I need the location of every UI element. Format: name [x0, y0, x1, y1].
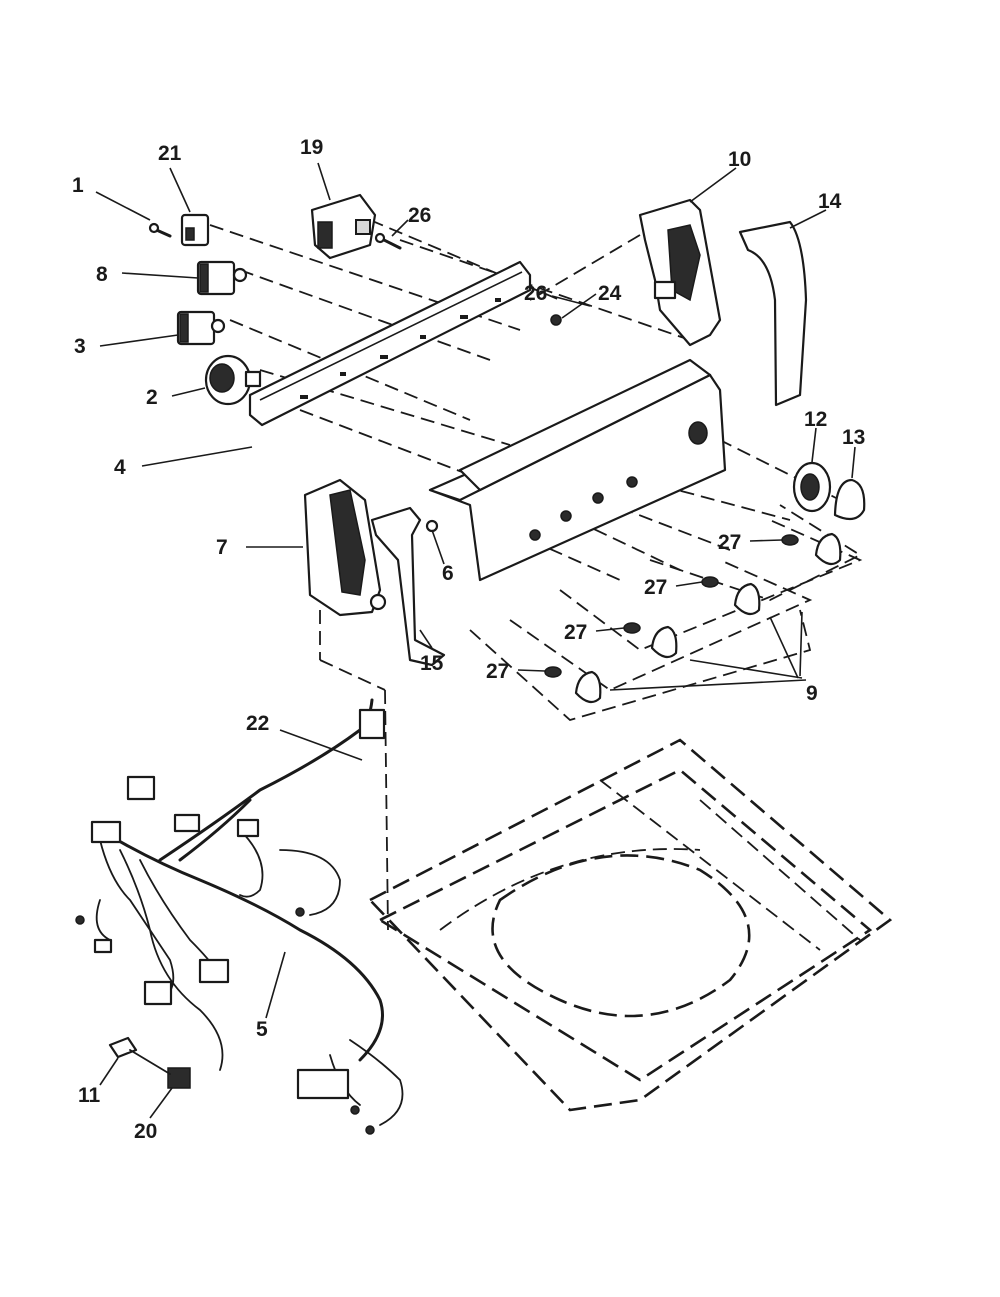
knobs-9 — [574, 532, 842, 704]
callout-26-upper: 26 — [408, 204, 431, 227]
switch-21 — [180, 213, 210, 247]
end-cap-10 — [638, 198, 722, 347]
part-20 — [129, 1049, 191, 1089]
callout-26-lower: 26 — [524, 282, 547, 305]
callout-labels: 1 2 3 4 5 6 7 8 9 10 11 12 13 14 15 19 2… — [72, 136, 865, 1143]
screw-24 — [550, 314, 562, 326]
end-cap-trim-14 — [738, 220, 808, 407]
assembly-guide-lines — [209, 219, 841, 931]
end-cap-trim-15 — [370, 506, 446, 667]
callout-9: 9 — [806, 682, 818, 705]
callout-leaders — [95, 162, 856, 1119]
screw-1 — [148, 222, 172, 238]
callout-19: 19 — [300, 136, 323, 159]
control-panel-strip — [248, 260, 532, 427]
callout-8: 8 — [96, 263, 108, 286]
callout-24: 24 — [598, 282, 622, 305]
callout-20: 20 — [134, 1120, 157, 1143]
callout-3: 3 — [74, 335, 86, 358]
screw-26-small — [374, 232, 402, 250]
timer-2 — [204, 354, 262, 406]
callout-6: 6 — [442, 562, 454, 585]
callout-10: 10 — [728, 148, 751, 171]
switch-19 — [310, 193, 377, 260]
switch-3 — [176, 310, 226, 346]
springs-27 — [544, 534, 799, 678]
washer-top-outline — [367, 738, 893, 1112]
callout-15: 15 — [420, 652, 444, 675]
callout-27-c: 27 — [564, 621, 587, 644]
callout-22: 22 — [246, 712, 269, 735]
knob-skirt-13 — [833, 478, 866, 521]
screw-6 — [425, 519, 439, 533]
callout-7: 7 — [216, 536, 228, 559]
callout-11: 11 — [78, 1084, 101, 1107]
callout-27-b: 27 — [644, 576, 667, 599]
callout-2: 2 — [146, 386, 158, 409]
callout-13: 13 — [842, 426, 865, 449]
callout-21: 21 — [158, 142, 182, 165]
callout-4: 4 — [114, 456, 126, 479]
knob-12 — [792, 461, 832, 513]
callout-5: 5 — [256, 1018, 268, 1041]
end-cap-7 — [303, 478, 387, 617]
callout-14: 14 — [818, 190, 842, 213]
wiring-harness-5 — [75, 698, 404, 1135]
callout-27-d: 27 — [486, 660, 509, 683]
callout-1: 1 — [72, 174, 84, 197]
callout-12: 12 — [804, 408, 827, 431]
part-11 — [108, 1036, 138, 1059]
console-backsplash — [428, 358, 727, 582]
callout-27-a: 27 — [718, 531, 741, 554]
switch-8 — [196, 260, 248, 296]
